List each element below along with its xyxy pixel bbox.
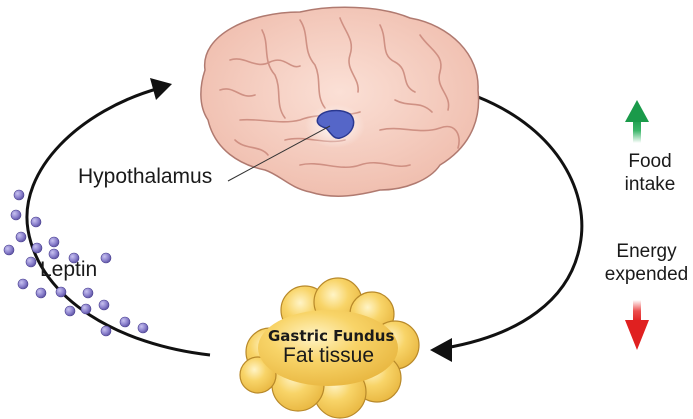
leptin-molecule-dot [30, 216, 42, 228]
energy-expended-down-arrow [625, 300, 649, 350]
food-intake-label: Food intake [610, 150, 690, 196]
leptin-molecule-dot [100, 325, 112, 337]
food-intake-line2: intake [624, 174, 676, 195]
leptin-molecule-dot [3, 244, 15, 256]
leptin-molecules [3, 189, 149, 337]
leptin-arrow [25, 78, 211, 357]
brain [200, 6, 480, 197]
leptin-molecule-dot [100, 252, 112, 264]
leptin-molecule-dot [17, 278, 29, 290]
arrowhead-to-brain [150, 78, 172, 100]
food-intake-line1: Food [628, 151, 672, 172]
leptin-molecule-dot [15, 231, 27, 243]
leptin-molecule-dot [48, 236, 60, 248]
hypothalamus-pointer [227, 125, 331, 182]
fat-tissue-label: Fat tissue [283, 344, 375, 367]
hypothalamus-label: Hypothalamus [78, 165, 213, 188]
arrowhead-to-fat [430, 338, 452, 362]
leptin-molecule-dot [55, 286, 67, 298]
leptin-molecule-dot [35, 287, 47, 299]
energy-expended-label: Energy expended [600, 240, 693, 286]
leptin-molecule-dot [25, 256, 37, 268]
leptin-molecule-dot [80, 303, 92, 315]
fat-tissue-cloud [239, 277, 420, 419]
leptin-molecule-dot [64, 305, 76, 317]
leptin-molecule-dot [13, 189, 25, 201]
leptin-molecule-dot [119, 316, 131, 328]
leptin-molecule-dot [68, 252, 80, 264]
feedback-arrow [430, 95, 584, 362]
leptin-molecule-dot [31, 242, 43, 254]
food-intake-up-arrow [625, 100, 649, 143]
leptin-molecule-dot [98, 299, 110, 311]
leptin-molecule-dot [137, 322, 149, 334]
energy-line1: Energy [616, 241, 677, 262]
hypothalamus-region [316, 109, 355, 140]
gastric-fundus-label: Gastric Fundus [268, 327, 395, 345]
energy-line2: expended [604, 264, 689, 285]
leptin-label: Leptin [40, 258, 98, 281]
leptin-molecule-dot [82, 287, 94, 299]
leptin-molecule-dot [48, 248, 60, 260]
leptin-molecule-dot [10, 209, 22, 221]
